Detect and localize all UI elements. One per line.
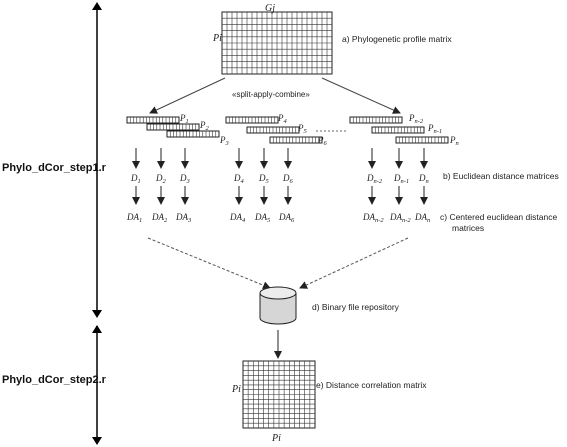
profile-bar: [349, 116, 403, 124]
profile-bar: [269, 136, 323, 144]
distance-matrix-label: D5: [258, 173, 270, 185]
profile-label: P1: [179, 113, 189, 125]
distance-matrix-label: D3: [179, 173, 191, 185]
profile-label: Pn-2: [408, 113, 424, 125]
profile-label: P2: [199, 120, 210, 132]
centered-matrix-label: DA3: [175, 212, 192, 224]
profile-bar: [395, 136, 449, 144]
centered-matrix-label: DA1: [126, 212, 142, 224]
step1-bracket: [92, 2, 102, 318]
distance-matrix-label: D1: [130, 173, 141, 185]
label-c-line2: matrices: [452, 223, 484, 233]
step2-label: Phylo_dCor_step2.r: [2, 374, 107, 386]
top-matrix-grid: [221, 11, 333, 75]
profile-label: P4: [277, 113, 288, 125]
binary-repository-cylinder: [259, 286, 297, 325]
dcor-row-label: Pi: [231, 384, 241, 395]
distance-matrix-label: D2: [155, 173, 167, 185]
label-a: a) Phylogenetic profile matrix: [342, 34, 452, 44]
label-b: b) Euclidean distance matrices: [443, 171, 559, 181]
centered-matrix-label: DA2: [151, 212, 168, 224]
centered-matrix-label: DAn-2: [389, 212, 411, 224]
combine-arrow-right: [299, 237, 409, 289]
centered-matrix-label: DAn-2: [362, 212, 384, 224]
matrix-col-label: Gj: [265, 3, 275, 14]
profile-label: Pn: [449, 135, 459, 147]
profile-label: Pn-1: [427, 123, 442, 135]
centered-matrix-label: DA5: [254, 212, 271, 224]
label-e: e) Distance correlation matrix: [316, 380, 427, 390]
profile-bar: [146, 123, 200, 131]
profile-bar: [225, 116, 279, 124]
bottom-matrix-grid: [242, 360, 316, 429]
distance-matrix-label: Dn-2: [366, 173, 383, 185]
step1-label: Phylo_dCor_step1.r: [2, 162, 107, 174]
step2-bracket: [92, 325, 102, 445]
profile-bar: [371, 126, 425, 134]
profile-bar: [246, 126, 300, 134]
centered-matrix-label: DA6: [278, 212, 295, 224]
dcor-col-label: Pi: [271, 433, 281, 444]
profile-bar: [166, 130, 220, 138]
phylogenetic-profile-matrix: [221, 11, 333, 75]
label-d: d) Binary file repository: [312, 302, 400, 312]
distance-matrix-label: Dn: [418, 173, 429, 185]
distance-correlation-matrix: [242, 360, 316, 429]
split-apply-combine-label: «split-apply-combine»: [232, 90, 310, 99]
profile-bar: [126, 116, 180, 124]
distance-matrix-label: D6: [282, 173, 294, 185]
centered-matrix-label: DAn: [414, 212, 430, 224]
label-c-line1: c) Centered euclidean distance: [440, 212, 557, 222]
distance-matrix-label: D4: [233, 173, 245, 185]
distance-matrix-label: Dn-1: [393, 173, 409, 185]
split-arrow-right: [321, 77, 401, 114]
combine-arrow-left: [147, 237, 271, 290]
profile-label: P6: [317, 135, 328, 147]
matrix-row-label: Pi: [212, 33, 222, 44]
centered-matrix-label: DA4: [229, 212, 246, 224]
profile-label: P3: [219, 135, 230, 147]
profile-label: P5: [297, 123, 308, 135]
split-arrow-left: [149, 77, 226, 114]
